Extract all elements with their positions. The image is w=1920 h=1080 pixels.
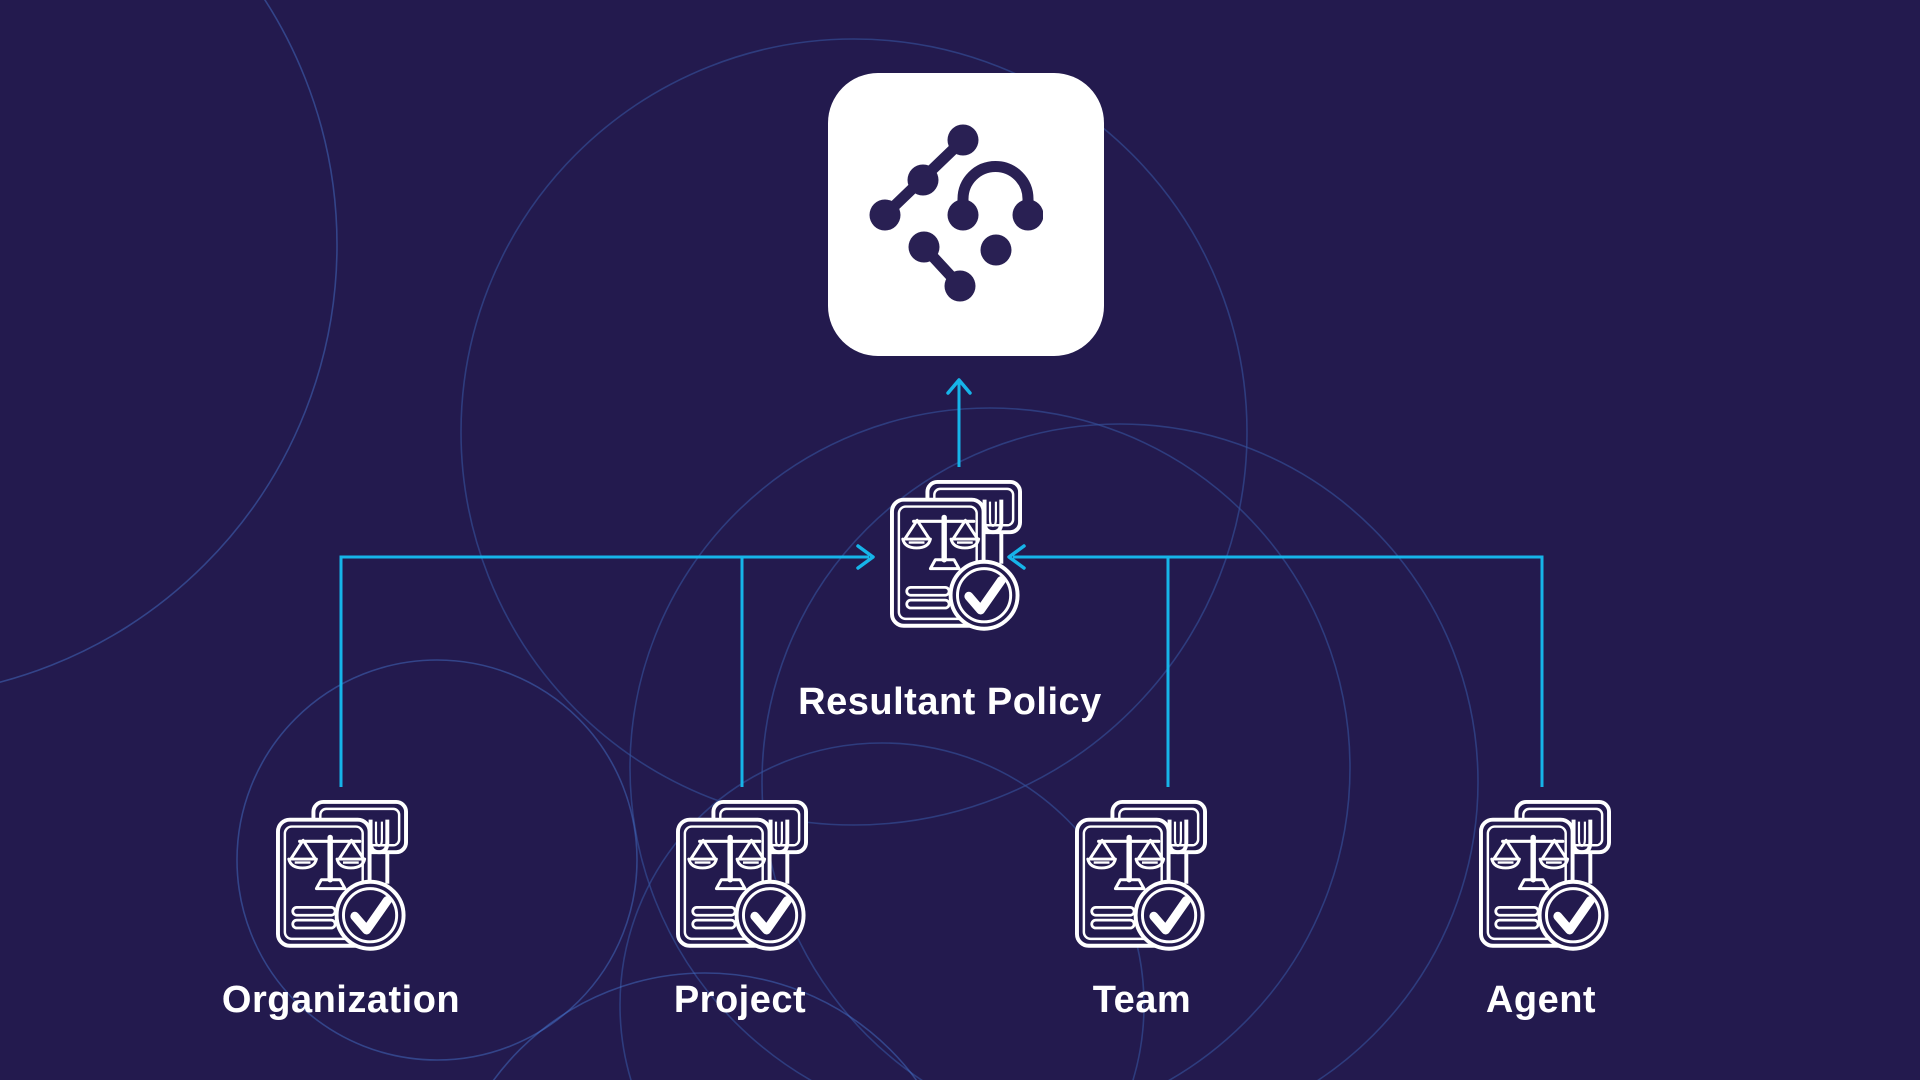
arrowhead-right-icon (856, 544, 875, 570)
decor-circle (492, 972, 918, 1080)
resultant-policy-label: Resultant Policy (798, 681, 1102, 723)
agent-policy-document-icon (1479, 797, 1611, 953)
organization-label: Organization (221, 979, 461, 1021)
connector-organization-to-policy (339, 555, 869, 787)
logo-tile (828, 73, 1104, 356)
decor-circle (0, 0, 338, 683)
decor-circle (460, 38, 1248, 826)
resultant-policy-document-icon (890, 477, 1022, 633)
decor-circle (629, 407, 1351, 1080)
project-label: Project (673, 979, 807, 1021)
team-label: Team (1092, 979, 1192, 1021)
team-policy-document-icon (1075, 797, 1207, 953)
connector-agent-to-policy (1013, 555, 1544, 787)
connected-dots-logo-icon (869, 124, 1043, 302)
arrowhead-up-icon (946, 378, 972, 395)
agent-label: Agent (1485, 979, 1597, 1021)
decor-circle (236, 659, 638, 1061)
organization-policy-document-icon (276, 797, 408, 953)
arrowhead-left-icon (1007, 544, 1026, 570)
project-policy-document-icon (676, 797, 808, 953)
decor-circle (619, 742, 1145, 1080)
decor-circle (761, 423, 1479, 1080)
